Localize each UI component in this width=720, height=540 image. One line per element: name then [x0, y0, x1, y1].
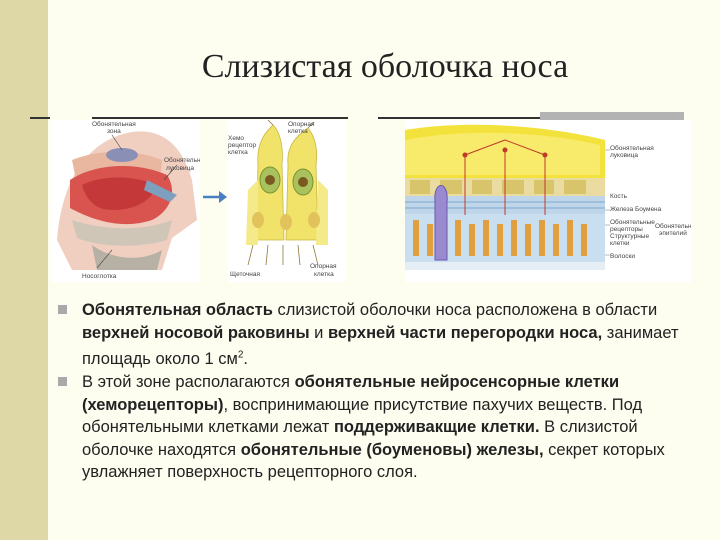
tissue-label-3: Кость	[610, 193, 628, 200]
tissue-label-1: Обонятельная	[610, 144, 654, 152]
tissue-label-9: Волоски	[610, 253, 635, 260]
body-text: Обонятельная область слизистой оболочки …	[58, 299, 708, 484]
nose-label-right-2: луковица	[166, 165, 194, 172]
title-rule-left	[30, 117, 50, 119]
text-run: слизистой оболочки носа расположена в об…	[272, 301, 658, 319]
slide-title: Слизистая оболочка носа	[201, 48, 569, 85]
text-run: Обонятельная область	[82, 301, 273, 319]
nose-label-bottom: Носоглотка	[82, 273, 117, 280]
olfactory-cells-figure: Опорная клетка Хемо рецептор клетка Щето…	[228, 119, 346, 282]
tissue-label-5: Обонятельные	[610, 218, 655, 226]
olfactory-epithelium-illustration: Обонятельная луковица Кость Железа Боуме…	[405, 120, 700, 282]
text-run: В слизистой оболочке находятся	[82, 418, 638, 459]
olfactory-cells-illustration: Опорная клетка Хемо рецептор клетка Щето…	[228, 119, 346, 282]
nose-label-right-1: Обонятельная	[164, 156, 200, 164]
title-rule-right	[378, 117, 684, 119]
bullet-square-icon	[58, 305, 67, 314]
bullet-text-2: В этой зоне располагаются обонятельные н…	[82, 373, 665, 481]
text-run: верхней носовой раковины	[82, 323, 310, 342]
text-run: .	[243, 349, 248, 368]
nose-label-top-2: зона	[107, 128, 121, 135]
tissue-label-8: клетки	[610, 240, 630, 247]
cells-label-top-2: клетка	[288, 128, 308, 135]
text-run: В этой зоне располагаются	[82, 373, 295, 391]
title-rule-middle	[92, 117, 348, 119]
text-run: обонятельные (боуменовы) железы,	[240, 440, 544, 459]
text-run: секрет которых увлажняет поверхность рец…	[82, 440, 665, 482]
text-run: обонятельные нейросенсорные клетки (хемо…	[82, 373, 620, 414]
nasal-cavity-figure: Обонятельная зона Обонятельная луковица …	[52, 120, 208, 282]
text-run: поддерживакщие клетки.	[333, 418, 540, 436]
text-run: и	[309, 323, 328, 342]
cells-label-left-1: Хемо	[228, 135, 244, 142]
tissue-label-10: Обонятельный	[655, 222, 691, 230]
bullet-text-1: Обонятельная область слизистой оболочки …	[82, 301, 679, 368]
bullet-item-1: Обонятельная область слизистой оболочки …	[58, 299, 708, 370]
nasal-cavity-illustration: Обонятельная зона Обонятельная луковица …	[52, 120, 208, 282]
cells-label-bottom-left: Щеточная	[230, 271, 260, 278]
tissue-label-2: луковица	[610, 152, 638, 159]
nose-label-top-1: Обонятельная	[92, 120, 136, 128]
tissue-label-7: Структурные	[610, 233, 649, 240]
tissue-label-11: эпителий	[659, 229, 687, 237]
text-run: занимает площадь около 1 см	[82, 323, 679, 368]
bullet-square-icon	[58, 377, 67, 386]
text-run: 2	[237, 349, 244, 360]
arrow-right-icon	[203, 191, 227, 203]
text-run: , воспринимающие присутствие пахучих вещ…	[82, 395, 643, 437]
bullet-item-2: В этой зоне располагаются обонятельные н…	[58, 371, 708, 484]
cells-label-left-3: клетка	[228, 149, 248, 156]
cells-label-bottom-right-1: Опорная	[310, 263, 337, 270]
tissue-label-6: рецепторы	[610, 226, 643, 233]
tissue-label-4: Железа Боумена	[610, 206, 662, 213]
cells-label-left-2: рецептор	[228, 142, 257, 149]
text-run: верхней части перегородки носа,	[327, 323, 603, 342]
left-sidebar-stripe	[0, 0, 48, 540]
cells-label-top-1: Опорная	[288, 121, 315, 128]
olfactory-epithelium-figure: Обонятельная луковица Кость Железа Боуме…	[405, 120, 700, 282]
cells-label-bottom-right-2: клетка	[314, 271, 334, 278]
